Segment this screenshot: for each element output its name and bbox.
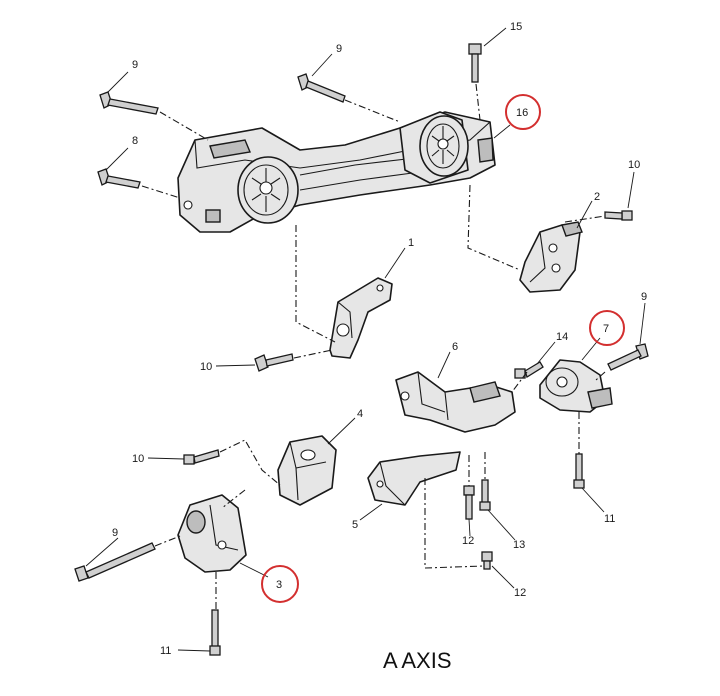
callout-15: 15 — [510, 21, 522, 33]
highlight-ring-3 — [261, 565, 299, 603]
highlight-ring-16 — [505, 94, 541, 130]
bolt-14 — [514, 361, 544, 379]
bracket-1 — [329, 277, 393, 359]
alignment-lines — [141, 83, 606, 610]
bolt-8 — [97, 168, 141, 189]
bolt-15 — [468, 43, 482, 83]
callout-9-top-mid: 9 — [336, 43, 342, 55]
callout-13: 13 — [513, 539, 525, 551]
callout-12-upper: 12 — [462, 535, 474, 547]
callout-10-low: 10 — [132, 453, 144, 465]
callout-7: 7 — [603, 323, 609, 335]
diagram-caption: A AXIS — [383, 648, 452, 673]
bolt-9-top-left — [99, 91, 159, 115]
callout-12-lower: 12 — [514, 587, 526, 599]
callout-14: 14 — [556, 331, 568, 343]
bolt-11-bottom — [209, 609, 221, 656]
bolt-10-right — [604, 210, 633, 221]
mount-7 — [539, 359, 613, 413]
callout-4: 4 — [357, 408, 363, 420]
isolator-right — [399, 111, 469, 184]
callout-16: 16 — [516, 107, 528, 119]
callout-3: 3 — [276, 579, 282, 591]
isolator-left — [237, 156, 299, 224]
callout-9-right: 9 — [641, 291, 647, 303]
leader-lines — [85, 27, 646, 652]
highlight-ring-7 — [589, 310, 625, 346]
callout-5: 5 — [352, 519, 358, 531]
bracket-2 — [519, 221, 583, 293]
bolt-13 — [479, 479, 491, 511]
mount-4 — [277, 435, 337, 506]
callout-9-top-left: 9 — [132, 59, 138, 71]
callout-2: 2 — [594, 191, 600, 203]
bolt-9-right — [607, 343, 649, 371]
callout-9-low: 9 — [112, 527, 118, 539]
bolt-9-low — [74, 542, 156, 582]
bolt-11-right — [573, 453, 585, 489]
callout-1: 1 — [408, 237, 414, 249]
callout-11-right: 11 — [604, 513, 615, 525]
callout-6: 6 — [452, 341, 458, 353]
callout-10-right: 10 — [628, 159, 640, 171]
bolt-12-lower — [481, 551, 493, 570]
bolt-9-top-mid — [297, 73, 346, 103]
mount-3 — [177, 494, 247, 573]
bolt-10-mid — [254, 353, 294, 372]
bolt-10-low — [183, 449, 220, 465]
callout-8: 8 — [132, 135, 138, 147]
bracket-6 — [395, 371, 516, 433]
callout-11-bottom: 11 — [160, 645, 171, 657]
bracket-5 — [367, 451, 461, 506]
bolt-12-upper — [463, 485, 475, 520]
callout-10-mid: 10 — [200, 361, 212, 373]
